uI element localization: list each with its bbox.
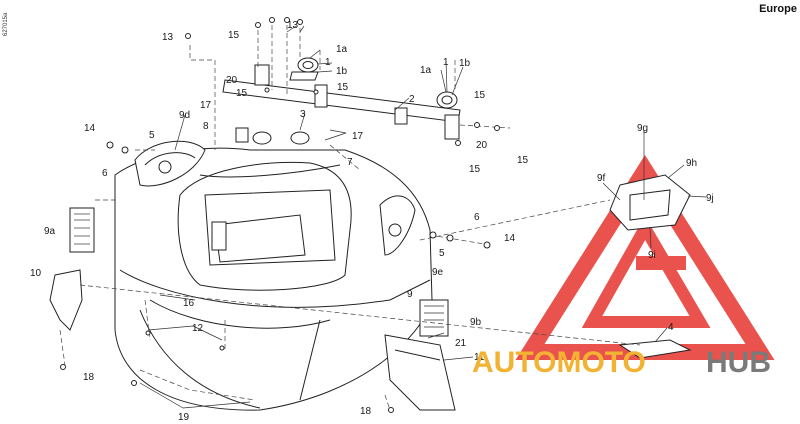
- watermark-text: AUTOMOTO HUB: [472, 346, 771, 379]
- callout-8: 8: [203, 121, 209, 132]
- callouts: 13 13 15 1a 1 1b 20 15 15 1a 1 1b 2 15 1…: [30, 20, 714, 423]
- callout-7: 7: [347, 157, 353, 168]
- panel-11: [384, 334, 456, 411]
- assembly-lines: [59, 25, 641, 411]
- callout-9f: 9f: [597, 173, 606, 184]
- callout-19: 19: [178, 412, 190, 423]
- watermark-part2: HUB: [706, 346, 771, 379]
- callout-20a: 20: [226, 75, 238, 86]
- callout-3: 3: [300, 109, 306, 120]
- headlight-right: [379, 195, 416, 256]
- callout-15b: 15: [236, 88, 248, 99]
- gauge-right: [436, 91, 458, 109]
- callout-17a: 17: [200, 100, 212, 111]
- callout-5b: 5: [439, 248, 445, 259]
- callout-17b: 17: [352, 131, 364, 142]
- callout-12: 12: [192, 323, 204, 334]
- callout-15e: 15: [517, 155, 529, 166]
- callout-18a: 18: [83, 372, 95, 383]
- warning-label-9a: [69, 207, 95, 253]
- callout-9d: 9d: [179, 110, 190, 121]
- callout-9j: 9j: [706, 193, 714, 204]
- body-panel: [114, 147, 433, 411]
- callout-9a: 9a: [44, 226, 56, 237]
- lamp-assembly-9g: [609, 174, 691, 231]
- callout-6a: 6: [102, 168, 108, 179]
- callout-11: 11: [474, 352, 485, 363]
- callout-5a: 5: [149, 130, 155, 141]
- callout-13b: 13: [287, 20, 299, 31]
- callout-15f: 15: [469, 164, 481, 175]
- gauge-left: [289, 57, 319, 81]
- callout-1a-right: 1a: [420, 65, 432, 76]
- callout-14a: 14: [84, 123, 96, 134]
- callout-9: 9: [407, 289, 413, 300]
- callout-21: 21: [455, 338, 467, 349]
- doc-code: 627015a: [3, 12, 9, 36]
- callout-4: 4: [668, 322, 674, 333]
- region-label: Europe: [759, 3, 797, 15]
- vents: [235, 127, 310, 145]
- callout-9g: 9g: [637, 123, 648, 134]
- callout-9e: 9e: [432, 267, 444, 278]
- callout-15d: 15: [474, 90, 486, 101]
- callout-1-top: 1: [325, 57, 331, 68]
- callout-9h: 9h: [686, 158, 697, 169]
- callout-20b: 20: [476, 140, 488, 151]
- headlight-left: [134, 140, 206, 187]
- callout-1b-right: 1b: [459, 58, 471, 69]
- callout-15c: 15: [337, 82, 349, 93]
- callout-9b: 9b: [470, 317, 482, 328]
- watermark-part1: AUTOMOTO: [472, 346, 646, 379]
- callout-16: 16: [183, 298, 195, 309]
- callout-18b: 18: [360, 406, 372, 417]
- callout-14b: 14: [504, 233, 516, 244]
- callout-6b: 6: [474, 212, 480, 223]
- callout-10: 10: [30, 268, 42, 279]
- callout-1b-top: 1b: [336, 66, 348, 77]
- leader-lines: [139, 25, 707, 409]
- callout-1a-top: 1a: [336, 44, 348, 55]
- dashboard-bar: [222, 64, 461, 140]
- callout-15a: 15: [228, 30, 240, 41]
- callout-9i: 9i: [648, 250, 656, 261]
- warning-label-9b: [419, 299, 449, 337]
- fasteners: [60, 17, 500, 413]
- callout-2: 2: [409, 94, 415, 105]
- bracket-10: [49, 269, 83, 331]
- callout-13a: 13: [162, 32, 174, 43]
- callout-1-right: 1: [443, 57, 449, 68]
